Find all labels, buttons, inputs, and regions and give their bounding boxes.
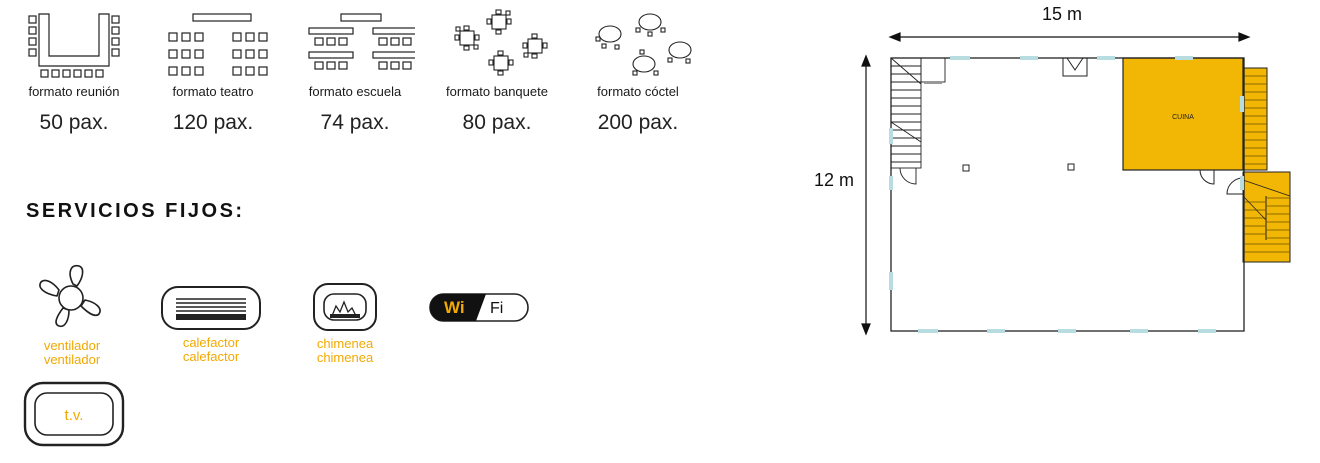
- service-label-repeat: chimenea: [316, 350, 374, 365]
- format-capacity: 200 pax.: [597, 111, 679, 134]
- format-label: formato escuela: [308, 84, 402, 99]
- fan-icon: [39, 264, 101, 328]
- wifi-fi-text: Fi: [490, 300, 503, 317]
- service-label: calefactor: [182, 335, 240, 350]
- format-capacity: 74 pax.: [320, 111, 390, 134]
- service-label: ventilador: [43, 338, 101, 353]
- u-shape-layout-icon: [28, 13, 120, 78]
- side-stairs: [1242, 171, 1291, 263]
- services-title: SERVICIOS FIJOS:: [26, 200, 245, 222]
- wifi-wi-text: Wi: [444, 298, 465, 317]
- format-coctel: formato cóctel 200 pax.: [568, 8, 708, 135]
- format-capacity: 120 pax.: [172, 111, 254, 134]
- service-fireplace: chimenea chimenea: [305, 282, 385, 365]
- windows: [889, 56, 1244, 333]
- format-label: formato teatro: [172, 84, 254, 99]
- format-capacity: 50 pax.: [39, 111, 109, 134]
- wifi-icon: Wi Fi: [429, 293, 529, 322]
- cocktail-layout-icon: [595, 13, 692, 76]
- format-capacity: 80 pax.: [462, 111, 532, 134]
- floor-plan: 15 m 12 m CUINA: [814, 4, 1291, 336]
- service-label-repeat: ventilador: [43, 352, 101, 367]
- classroom-layout-icon: [308, 13, 415, 70]
- format-label: formato cóctel: [597, 84, 679, 99]
- kitchen-stairs: [1242, 67, 1268, 171]
- service-label: chimenea: [316, 336, 374, 351]
- format-label: formato reunión: [28, 84, 120, 99]
- fireplace-symbol: [1062, 57, 1088, 77]
- format-label: formato banquete: [446, 84, 548, 99]
- tv-label: t.v.: [65, 407, 84, 424]
- format-reunion: formato reunión 50 pax.: [4, 8, 144, 135]
- service-tv: t.v.: [22, 380, 126, 453]
- heater-icon: [161, 286, 261, 330]
- banquet-layout-icon: [454, 9, 548, 76]
- height-dimension-label: 12 m: [814, 170, 854, 190]
- column: [1067, 163, 1075, 171]
- theatre-layout-icon: [168, 13, 268, 76]
- format-teatro: formato teatro 120 pax.: [143, 8, 283, 135]
- width-dimension-label: 15 m: [1042, 4, 1082, 24]
- service-label-repeat: calefactor: [182, 349, 240, 364]
- left-stairs: [890, 57, 946, 185]
- format-escuela: formato escuela 74 pax.: [285, 8, 425, 135]
- kitchen-label: CUINA: [1172, 114, 1194, 121]
- format-banquete: formato banquete 80 pax.: [427, 8, 567, 135]
- column: [962, 164, 970, 172]
- service-heater: calefactor calefactor: [158, 285, 264, 364]
- service-fan: ventilador ventilador: [22, 262, 122, 367]
- fireplace-icon: [313, 283, 377, 331]
- tv-icon: t.v.: [23, 381, 125, 447]
